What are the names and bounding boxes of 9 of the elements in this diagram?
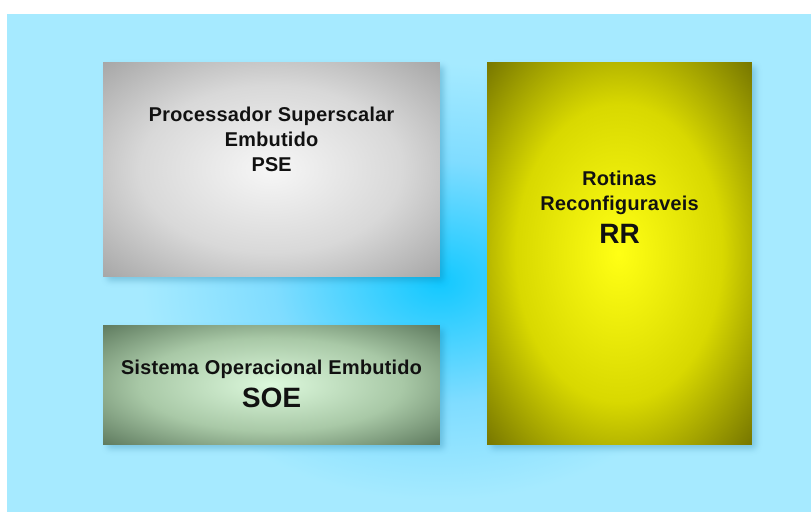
block-title: Sistema Operacional Embutido — [120, 356, 424, 381]
block-box — [103, 62, 440, 277]
block-box — [487, 62, 752, 445]
block-abbreviation: PSE — [251, 152, 292, 176]
block-abbreviation: SOE — [242, 380, 302, 414]
block-box — [103, 325, 440, 445]
block-title: Rotinas Reconfiguraveis — [539, 166, 700, 217]
block-abbreviation: RR — [599, 216, 640, 250]
block-title: Processador Superscalar Embutido — [148, 102, 396, 152]
